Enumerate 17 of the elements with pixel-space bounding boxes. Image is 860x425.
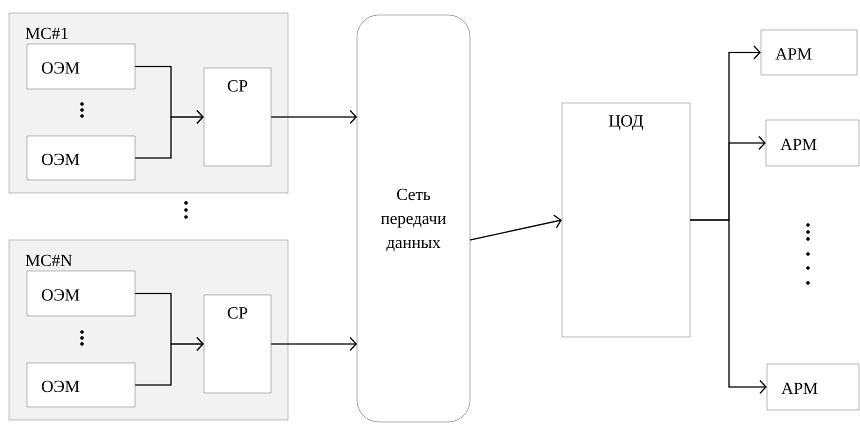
process-box: АРМ <box>766 364 860 410</box>
arrow <box>271 110 357 124</box>
process-box: ОЭМ <box>26 136 136 180</box>
network-block: Сеть передачи данных <box>356 14 470 422</box>
process-box: ОЭМ <box>26 362 136 408</box>
arrow <box>135 110 204 159</box>
arrow <box>470 214 562 241</box>
arrow <box>135 337 204 386</box>
process-box: ЦОД <box>562 102 690 338</box>
process-box: СР <box>204 294 272 394</box>
process-box: ОЭМ <box>26 44 136 90</box>
process-box: АРМ <box>766 120 860 166</box>
process-box: АРМ <box>760 30 858 76</box>
arrow <box>690 219 767 394</box>
process-box: СР <box>204 68 272 166</box>
process-box: ОЭМ <box>26 270 136 316</box>
arrow <box>271 337 357 351</box>
